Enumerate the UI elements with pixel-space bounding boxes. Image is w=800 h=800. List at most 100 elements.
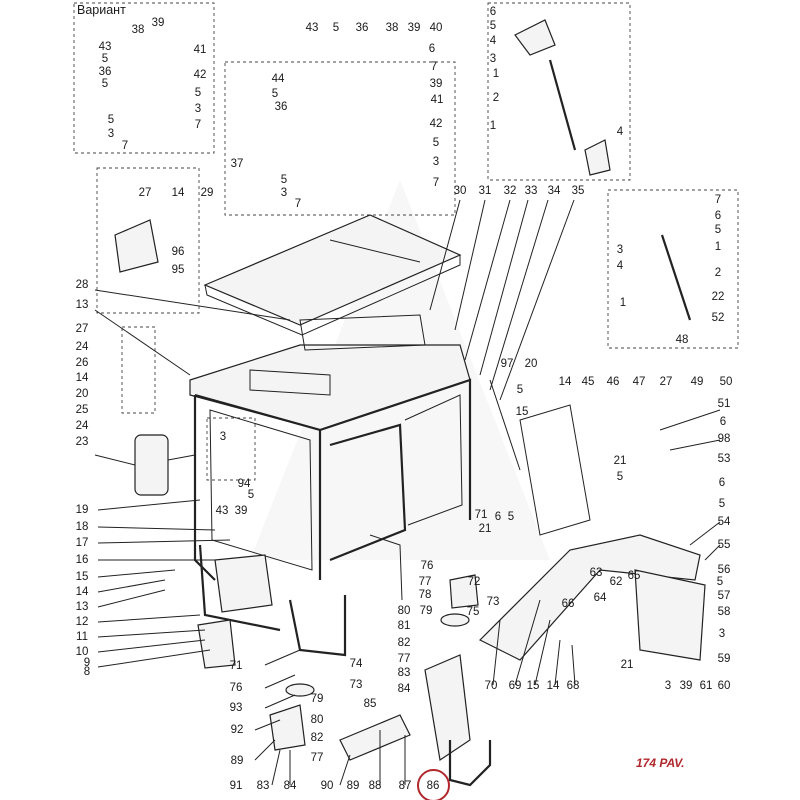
callout: 5 (714, 224, 722, 236)
callout: 63 (589, 567, 603, 579)
roof-panel (203, 214, 462, 336)
callout: 7 (121, 140, 129, 152)
callout-86-highlighted: 86 (426, 780, 440, 792)
callout: 11 (76, 631, 88, 643)
callout: 14 (171, 187, 185, 199)
callout: 5 (718, 498, 726, 510)
callout: 17 (75, 537, 89, 549)
page-reference: 174 PAV. (636, 756, 685, 770)
callout: 5 (271, 88, 279, 100)
callout: 5 (280, 174, 288, 186)
callout: 21 (613, 455, 627, 467)
callout: 93 (229, 702, 243, 714)
callout: 7 (294, 198, 302, 210)
callout: 70 (484, 680, 498, 692)
callout: 6 (719, 416, 727, 428)
u-bolt-86 (448, 740, 492, 787)
callout: 14 (75, 372, 89, 384)
callout: 26 (75, 357, 89, 369)
callout: 74 (349, 658, 363, 670)
callout: 3 (664, 680, 672, 692)
callout: 8 (83, 666, 91, 678)
callout: 58 (717, 606, 731, 618)
callout: 21 (478, 523, 492, 535)
callout: 57 (717, 590, 731, 602)
callout: 45 (581, 376, 595, 388)
callout: 41 (193, 44, 207, 56)
callout: 43 (215, 505, 229, 517)
callout: 19 (75, 504, 89, 516)
callout: 80 (310, 714, 324, 726)
callout: 64 (593, 592, 607, 604)
callout: 21 (620, 659, 634, 671)
callout: 14 (558, 376, 572, 388)
callout: 34 (547, 185, 561, 197)
callout: 16 (75, 554, 89, 566)
callout: 95 (171, 264, 185, 276)
callout: 71 (229, 660, 243, 672)
callout: 4 (616, 260, 624, 272)
callout: 37 (230, 158, 244, 170)
callout: 5 (616, 471, 624, 483)
callout: 38 (385, 22, 399, 34)
callout: 5 (516, 384, 524, 396)
callout: 73 (486, 596, 500, 608)
callout: 84 (397, 683, 411, 695)
callout: 97 (500, 358, 514, 370)
callout: 1 (489, 120, 497, 132)
callout: 15 (526, 680, 540, 692)
callout: 6 (714, 210, 722, 222)
mounting-brackets (269, 574, 479, 762)
callout: 39 (407, 22, 421, 34)
right-fender (478, 534, 706, 661)
callout: 47 (632, 376, 646, 388)
callout: 68 (566, 680, 580, 692)
callout: 65 (627, 570, 641, 582)
callout: 53 (717, 453, 731, 465)
callout: 76 (420, 560, 434, 572)
callout: 77 (310, 752, 324, 764)
callout: 40 (429, 22, 443, 34)
callout: 3 (432, 156, 440, 168)
highlight-circle (417, 769, 450, 800)
callout: 33 (524, 185, 538, 197)
callout: 82 (310, 732, 324, 744)
callout: 38 (131, 24, 145, 36)
callout: 3 (194, 103, 202, 115)
callout: 12 (75, 616, 89, 628)
callout: 3 (718, 628, 726, 640)
callout: 3 (280, 187, 288, 199)
callout: 84 (283, 780, 297, 792)
rear-window-panel (519, 404, 591, 536)
leader-lines (94, 199, 721, 786)
callout: 43 (305, 22, 319, 34)
callout: 78 (418, 589, 432, 601)
callout: 5 (489, 20, 497, 32)
callout: 28 (75, 279, 89, 291)
callout: 81 (397, 620, 411, 632)
callout: 54 (717, 516, 731, 528)
callout: 56 (717, 564, 731, 576)
callout: 66 (561, 598, 575, 610)
callout: 27 (138, 187, 152, 199)
callout: 39 (429, 78, 443, 90)
callout: 9 (83, 657, 91, 669)
callout: 32 (503, 185, 517, 197)
hinge-bracket (114, 219, 159, 273)
callout: 77 (418, 576, 432, 588)
callout: 75 (466, 606, 480, 618)
callout: 1 (714, 241, 722, 253)
callout: 5 (332, 22, 340, 34)
callout: 42 (193, 69, 207, 81)
callout: 23 (75, 436, 89, 448)
callout: 69 (508, 680, 522, 692)
callout: 59 (717, 653, 731, 665)
callout: 52 (711, 312, 725, 324)
callout: 79 (419, 605, 433, 617)
callout: 60 (717, 680, 731, 692)
callout: 7 (432, 177, 440, 189)
callout: 91 (229, 780, 243, 792)
callout: 62 (609, 576, 623, 588)
callout: 7 (430, 61, 438, 73)
